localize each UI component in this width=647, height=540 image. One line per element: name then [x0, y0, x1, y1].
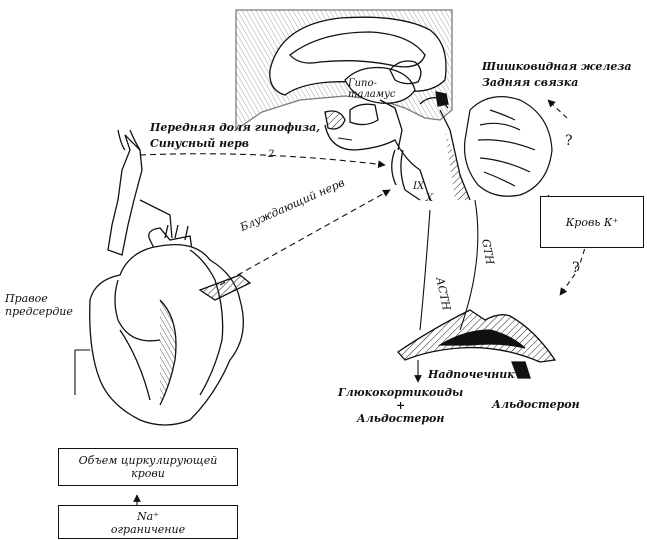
- question-mark-lower: ?: [572, 262, 580, 275]
- circulating-blood-volume-box: Объем циркулирующей крови: [58, 448, 238, 486]
- hypothalamus-label: Гипо- таламус: [348, 78, 395, 100]
- anterior-pituitary-label: Передняя доля гипофиза,: [150, 121, 320, 134]
- sinus-nerve-label: Синусный нерв: [150, 137, 249, 150]
- aldosterone-label: Альдостерон: [492, 398, 580, 411]
- adrenal-label: Надпочечник: [428, 368, 515, 381]
- question-mark-upper: ?: [565, 135, 573, 148]
- blood-potassium-text: Кровь К⁺: [541, 216, 643, 229]
- nerve-x-label: X: [426, 192, 433, 205]
- nerve-ix-label: IX: [413, 180, 424, 193]
- sodium-restriction-text: Na⁺ ограничение: [59, 510, 237, 536]
- brain-section: [236, 10, 470, 200]
- blood-potassium-box: Кровь К⁺: [540, 196, 644, 248]
- heart: [90, 130, 250, 425]
- pineal-gland-label: Шишковидная железа: [482, 60, 632, 73]
- glucocorticoids-label: Глюкокортикоиды + Альдостерон: [338, 386, 463, 425]
- sinus-nerve-number: 2: [268, 148, 274, 161]
- posterior-commissure-label: Задняя связка: [482, 76, 578, 89]
- right-atrium-label: Правое предсердие: [5, 292, 73, 318]
- sodium-restriction-box: Na⁺ ограничение: [58, 505, 238, 539]
- cerebellum: [465, 97, 552, 197]
- circulating-blood-volume-text: Объем циркулирующей крови: [59, 454, 237, 480]
